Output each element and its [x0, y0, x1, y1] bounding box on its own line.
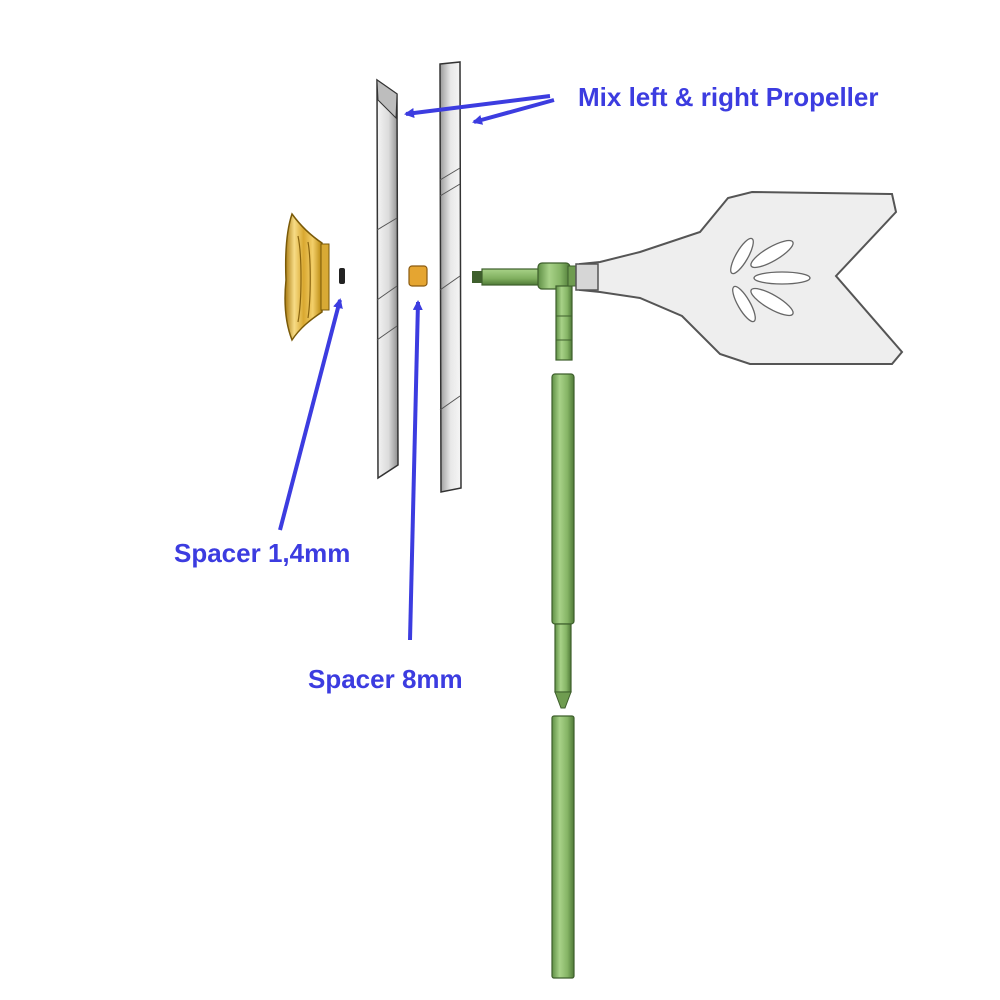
- right-propeller-blade: [439, 61, 462, 493]
- vane-leaf-cutouts: [730, 237, 811, 323]
- label-spacer-1-4mm: Spacer 1,4mm: [174, 538, 350, 568]
- spacer-8mm-part: [408, 265, 428, 287]
- left-propeller-blade: [376, 78, 399, 480]
- callout-arrows: [278, 94, 555, 641]
- label-propeller: Mix left & right Propeller: [578, 82, 879, 112]
- green-pole: [551, 373, 575, 979]
- pole-section-middle: [554, 623, 572, 693]
- pole-section-lower: [551, 715, 575, 979]
- wind-vane-tail: [575, 190, 904, 365]
- arrow-to-right-propeller: [472, 98, 555, 125]
- label-spacer-8mm: Spacer 8mm: [308, 664, 463, 694]
- arrow-to-left-propeller: [404, 94, 551, 118]
- arrow-to-spacer-8mm: [408, 300, 423, 641]
- spacer-1-4mm-part: [339, 268, 345, 284]
- arrow-to-spacer-1-4mm: [278, 298, 343, 531]
- green-axle-elbow: [472, 262, 579, 361]
- pole-section-upper: [551, 373, 575, 625]
- gold-nose-cap: [284, 212, 330, 342]
